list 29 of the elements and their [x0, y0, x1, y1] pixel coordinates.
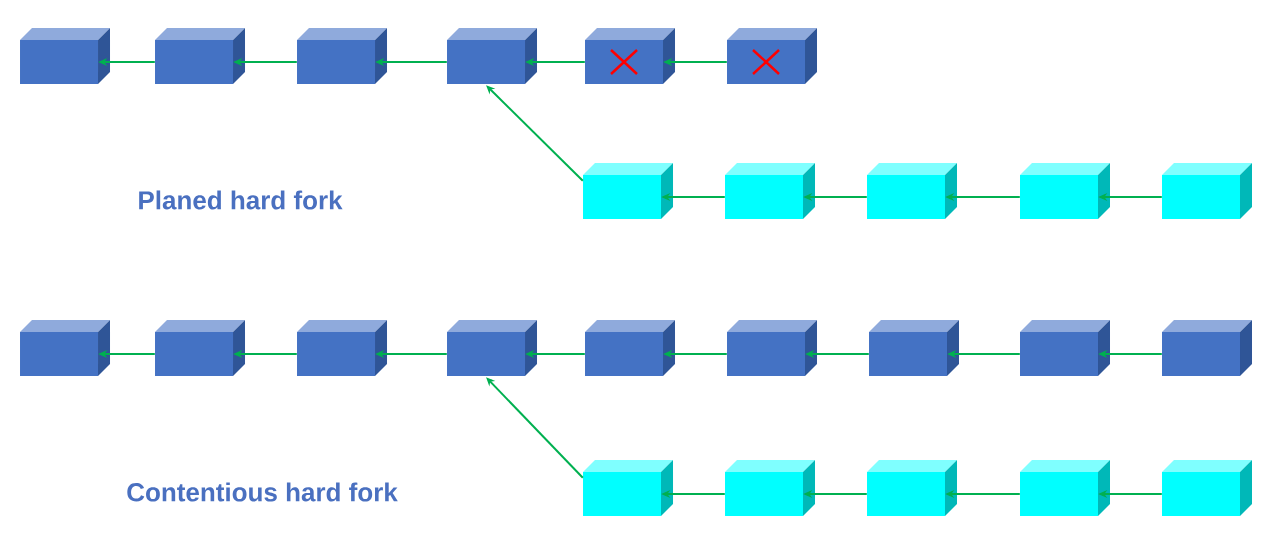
cube	[1020, 320, 1110, 376]
cube	[1162, 163, 1252, 219]
cube	[725, 460, 815, 516]
cube	[867, 163, 957, 219]
section-title: Contentious hard fork	[127, 482, 398, 502]
cube	[297, 28, 387, 84]
cube	[727, 28, 817, 84]
arrow	[486, 377, 584, 479]
cube	[1162, 460, 1252, 516]
cube	[585, 320, 675, 376]
cube	[585, 28, 675, 84]
cube	[155, 320, 245, 376]
arrow	[486, 85, 584, 182]
cube	[297, 320, 387, 376]
cube	[583, 163, 673, 219]
cube	[867, 460, 957, 516]
cube	[447, 28, 537, 84]
cube	[1020, 460, 1110, 516]
cube	[20, 320, 110, 376]
cube	[447, 320, 537, 376]
section-title: Planed hard fork	[139, 190, 343, 210]
cube	[1020, 163, 1110, 219]
cube	[727, 320, 817, 376]
cube	[869, 320, 959, 376]
cube	[1162, 320, 1252, 376]
cube	[583, 460, 673, 516]
cube	[20, 28, 110, 84]
cube	[155, 28, 245, 84]
cube	[725, 163, 815, 219]
